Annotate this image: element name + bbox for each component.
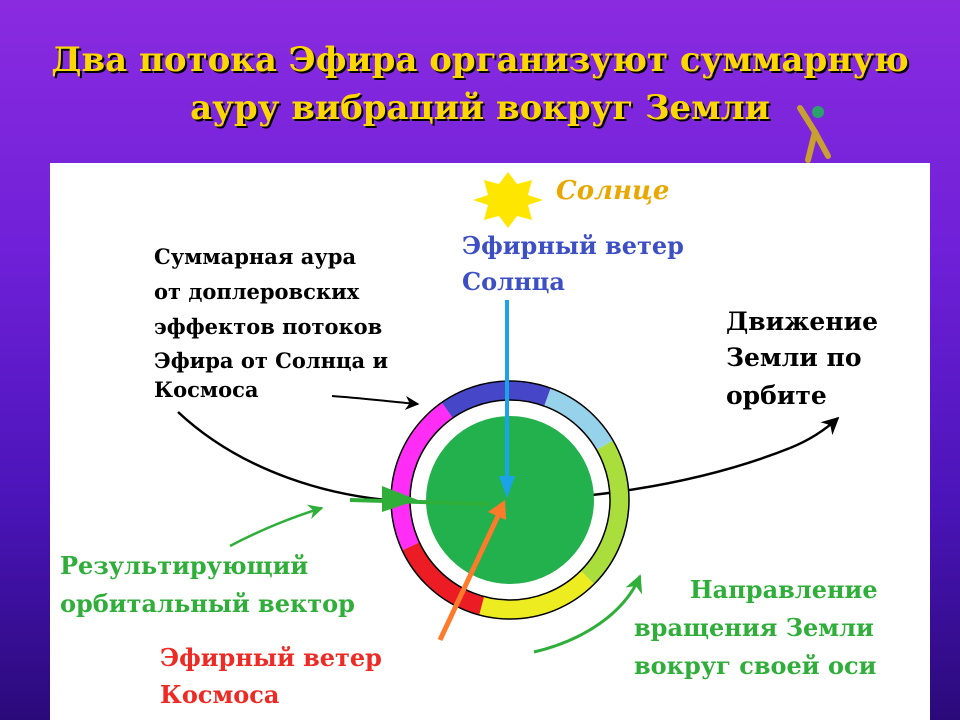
aura-label-2: от доплеровских [154,279,360,304]
rotation-arrow [533,574,643,654]
aura-label-3: эффектов потоков [154,314,382,339]
orbit-arrow [789,416,840,450]
aura-ring [391,381,629,619]
sun-label: Солнце [556,176,669,206]
ring-segment-yellowgreen [580,440,629,584]
ring-segment-blue [442,381,551,418]
motion-label-3: орбите [726,381,827,410]
motion-label-2: Земли по [726,343,862,372]
sun-icon [473,172,543,228]
motion-label-1: Движение [726,307,878,336]
sun-wind-arrowhead [499,476,515,498]
title-line-2: ауру вибраций вокруг Земли [190,88,770,128]
ring-segment-magenta [391,402,453,551]
cosmos-wind-label-1: Эфирный ветер [160,643,382,672]
rotation-label-2: вращения Земли [634,613,874,642]
ring-segment-lightblue [544,388,613,450]
aura-pointer-arrow [331,395,420,410]
title-line-1: Два потока Эфира организуют суммарную [51,40,909,80]
cosmos-wind-arrow [437,514,501,642]
rotation-label-1: Направление [690,575,878,604]
aura-label-4: Эфира от Солнца и [154,348,388,373]
result-vector-left-arrowhead [382,486,418,512]
ring-segment-red [402,542,485,615]
ring-segment-yellow [479,570,594,619]
result-label-2: орбитальный вектор [60,589,355,618]
result-label-1: Результирующий [60,551,308,580]
cosmos-wind-label-2: Космоса [160,680,279,709]
aura-label-5: Космоса [154,377,259,402]
rotation-label-3: вокруг своей оси [634,651,876,680]
result-vector-arrow [349,498,491,506]
cosmos-wind-arrowhead [488,500,506,520]
slide-title: Два потока Эфира организуют суммарную ау… [0,36,960,132]
earth [426,416,594,584]
sun-wind-label-1: Эфирный ветер [462,231,684,260]
aura-label-1: Суммарная аура [154,244,356,269]
result-pointer-arrow [229,504,324,548]
sun-wind-label-2: Солнца [462,267,565,296]
